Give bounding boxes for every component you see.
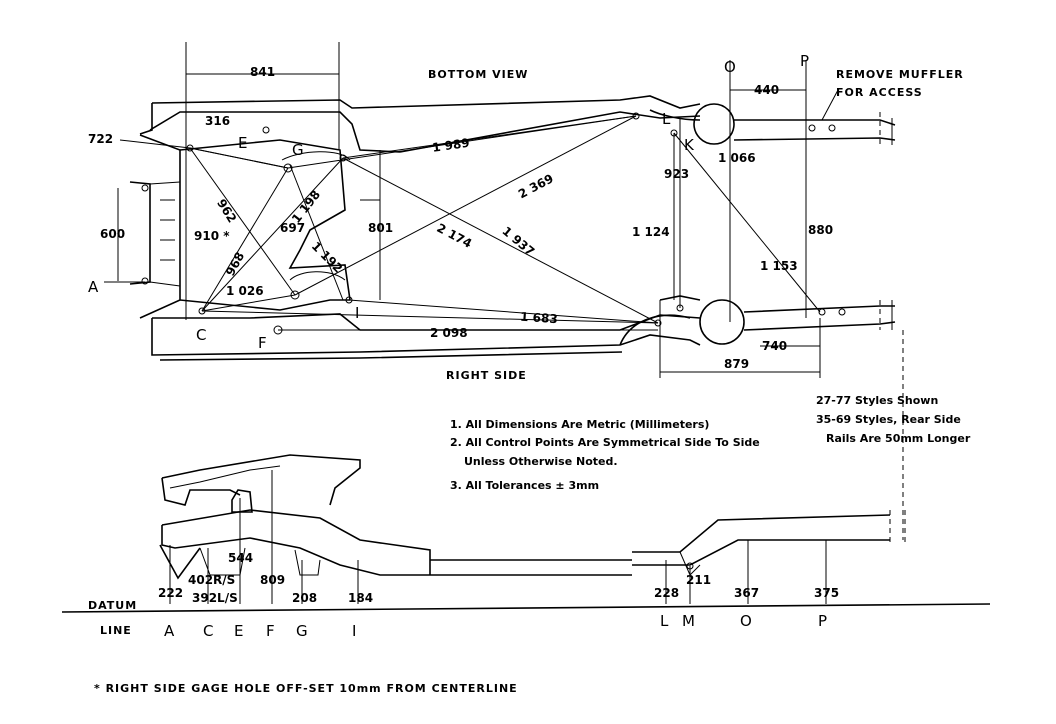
styles-note-block: 27-77 Styles Shown 35-69 Styles, Rear Si… bbox=[816, 394, 971, 445]
point-label-o: O bbox=[724, 58, 736, 76]
datum-point-c: C bbox=[203, 622, 213, 640]
dimension-1989: 1 989 bbox=[431, 136, 470, 155]
datum-point-f: F bbox=[266, 622, 275, 640]
dimension-440: 440 bbox=[754, 83, 779, 97]
height-392: 392L/S bbox=[192, 591, 238, 605]
dimension-600: 600 bbox=[100, 227, 125, 241]
dimension-841: 841 bbox=[250, 65, 275, 79]
height-184: 184 bbox=[348, 591, 373, 605]
notes-block: 1. All Dimensions Are Metric (Millimeter… bbox=[450, 418, 760, 492]
point-label-e: E bbox=[238, 134, 247, 152]
dimension-1683: 1 683 bbox=[520, 310, 558, 327]
dimension-968: 968 bbox=[223, 250, 247, 279]
point-label-f: F bbox=[258, 334, 267, 352]
bottom-view-dimension-lines bbox=[104, 42, 839, 378]
dimension-801: 801 bbox=[368, 221, 393, 235]
datum-point-o: O bbox=[740, 612, 752, 630]
side-view-dimension-lines bbox=[61, 470, 991, 613]
datum-label: DATUM bbox=[88, 599, 137, 612]
datum-point-e: E bbox=[234, 622, 243, 640]
height-208: 208 bbox=[292, 591, 317, 605]
dimension-923: 923 bbox=[664, 167, 689, 181]
dimension-1153: 1 153 bbox=[760, 259, 798, 273]
point-label-g: G bbox=[292, 141, 304, 159]
dimension-910: 910 * bbox=[194, 229, 230, 243]
point-label-a: A bbox=[88, 278, 99, 296]
dimension-880: 880 bbox=[808, 223, 833, 237]
dimension-2174: 2 174 bbox=[434, 221, 474, 251]
height-375: 375 bbox=[814, 586, 839, 600]
footnote: * RIGHT SIDE GAGE HOLE OFF-SET 10mm FROM… bbox=[94, 682, 518, 695]
datum-point-g: G bbox=[296, 622, 308, 640]
remove-muffler-label: REMOVE MUFFLER bbox=[836, 68, 964, 81]
note-2-continued: Unless Otherwise Noted. bbox=[464, 455, 618, 468]
note-1: 1. All Dimensions Are Metric (Millimeter… bbox=[450, 418, 709, 431]
height-211: 211 bbox=[686, 573, 711, 587]
dimension-1124: 1 124 bbox=[632, 225, 670, 239]
datum-point-a: A bbox=[164, 622, 175, 640]
height-228: 228 bbox=[654, 586, 679, 600]
dimension-2098: 2 098 bbox=[430, 326, 468, 340]
dimension-316: 316 bbox=[205, 114, 230, 128]
height-809: 809 bbox=[260, 573, 285, 587]
datum-line-labels: DATUM LINE A C E F G I L M O P bbox=[88, 599, 827, 640]
dimension-740: 740 bbox=[762, 339, 787, 353]
dimension-1937: 1 937 bbox=[499, 224, 537, 259]
dimension-697: 697 bbox=[280, 221, 305, 235]
styles-note-3: Rails Are 50mm Longer bbox=[826, 432, 971, 445]
point-label-l: L bbox=[662, 110, 671, 128]
styles-note-1: 27-77 Styles Shown bbox=[816, 394, 938, 407]
datum-line-label: LINE bbox=[100, 624, 132, 637]
height-367: 367 bbox=[734, 586, 759, 600]
point-label-i: I bbox=[355, 304, 359, 322]
dimension-1066: 1 066 bbox=[718, 151, 756, 165]
dimension-1026: 1 026 bbox=[226, 284, 264, 298]
for-access-label: FOR ACCESS bbox=[836, 86, 923, 99]
note-3: 3. All Tolerances ± 3mm bbox=[450, 479, 599, 492]
datum-point-i: I bbox=[352, 622, 356, 640]
right-side-title: RIGHT SIDE bbox=[446, 369, 527, 382]
dimension-722: 722 bbox=[88, 132, 113, 146]
styles-note-2: 35-69 Styles, Rear Side bbox=[816, 413, 961, 426]
dimension-1192: 1 192 bbox=[309, 239, 345, 275]
height-544: 544 bbox=[228, 551, 253, 565]
dimension-962: 962 bbox=[214, 197, 239, 226]
point-label-k: K bbox=[684, 136, 695, 154]
datum-point-p: P bbox=[818, 612, 827, 630]
dimension-879: 879 bbox=[724, 357, 749, 371]
point-label-p: P bbox=[800, 52, 809, 70]
datum-point-m: M bbox=[682, 612, 695, 630]
height-222: 222 bbox=[158, 586, 183, 600]
bottom-view-title: BOTTOM VIEW bbox=[428, 68, 528, 81]
point-label-c: C bbox=[196, 326, 206, 344]
side-view-heights: 222 402R/S 392L/S 544 809 208 184 228 21… bbox=[158, 551, 839, 605]
height-402: 402R/S bbox=[188, 573, 235, 587]
side-view-drawing bbox=[159, 454, 906, 580]
note-2: 2. All Control Points Are Symmetrical Si… bbox=[450, 436, 760, 449]
datum-point-l: L bbox=[660, 612, 669, 630]
